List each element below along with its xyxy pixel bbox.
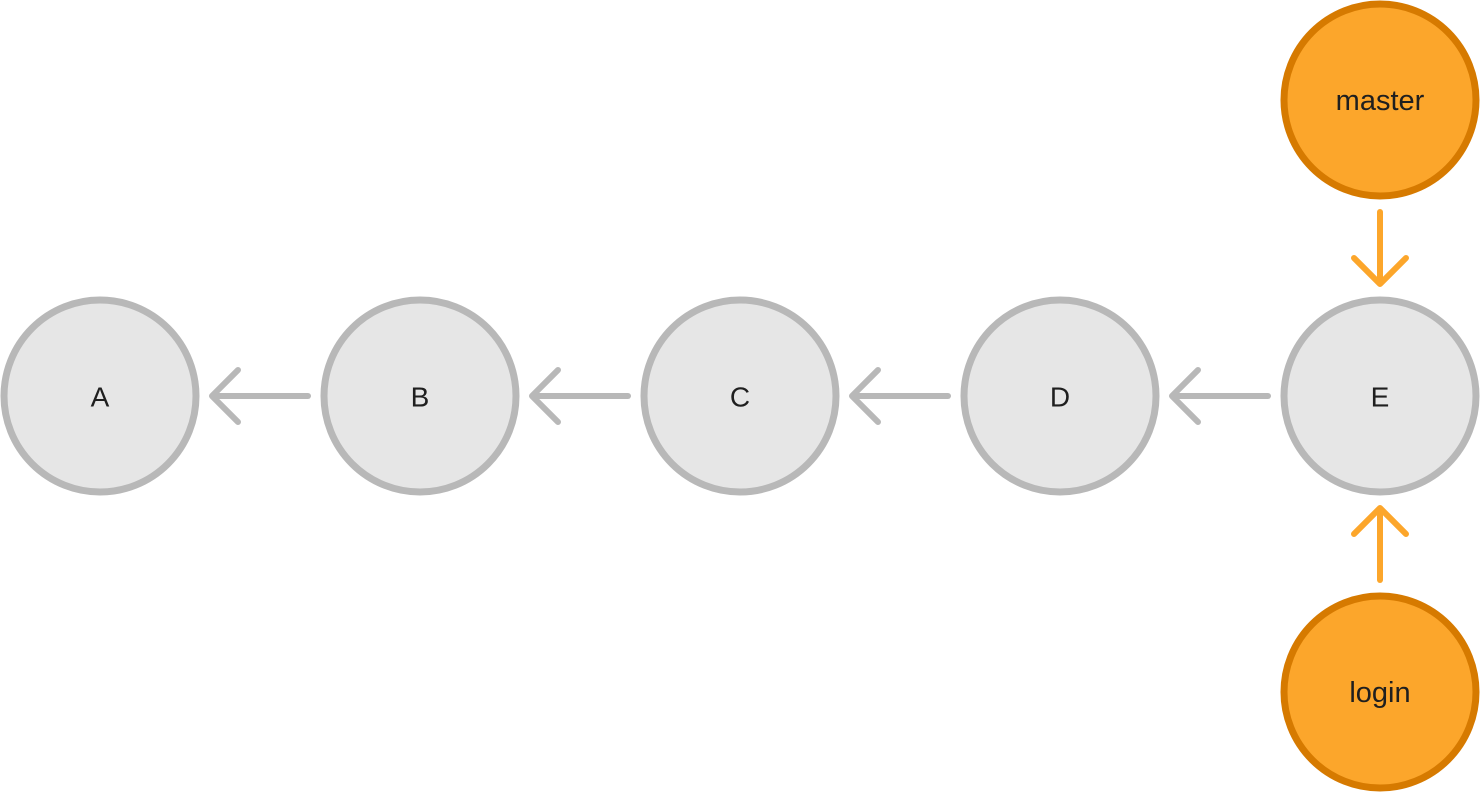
branch-node-login: login [1280,592,1480,792]
commit-node-b: B [320,296,520,496]
commit-label-a: A [91,382,110,413]
branch-label-master: master [1336,85,1425,117]
edge-c-to-b [529,367,631,425]
commit-node-d: D [960,296,1160,496]
edge-d-to-c [849,367,951,425]
edge-b-to-a [209,367,311,425]
commit-label-d: D [1050,382,1070,413]
commit-node-e: E [1280,296,1480,496]
commit-label-e: E [1371,382,1390,413]
edge-login-to-e [1351,505,1409,583]
branch-label-login: login [1349,677,1410,709]
commit-label-b: B [411,382,430,413]
branch-node-master: master [1280,0,1480,200]
commit-label-c: C [730,382,750,413]
edge-master-to-e [1351,209,1409,287]
commit-node-c: C [640,296,840,496]
edge-e-to-d [1169,367,1271,425]
commit-node-a: A [0,296,200,496]
